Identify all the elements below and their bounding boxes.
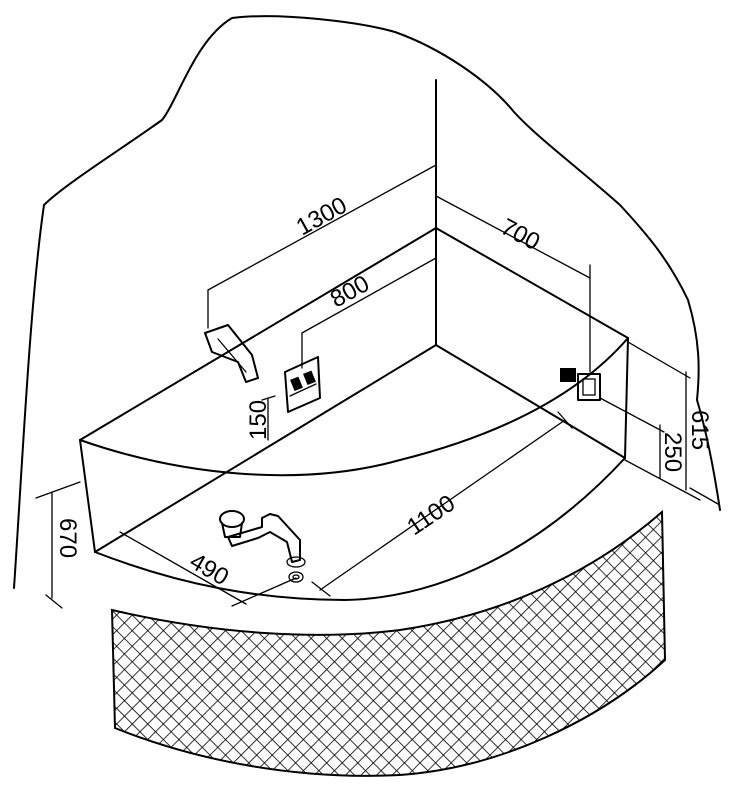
dimension-800: 800 bbox=[301, 257, 437, 369]
tub-front-curve bbox=[94, 457, 626, 601]
mixer-tap-icon bbox=[219, 510, 306, 583]
control-panel-icon bbox=[284, 356, 321, 413]
dimension-150: 150 bbox=[245, 395, 276, 441]
dimension-1300-label: 1300 bbox=[292, 192, 352, 241]
dimension-800-label: 800 bbox=[326, 270, 374, 313]
dimension-615-label: 615 bbox=[686, 410, 713, 450]
dimension-615-250: 615 250 bbox=[599, 341, 719, 505]
tub-right-edge bbox=[624, 337, 629, 459]
dimension-1300: 1300 bbox=[207, 164, 437, 329]
room-outline bbox=[13, 15, 721, 589]
dimension-150-label: 150 bbox=[245, 400, 272, 440]
tub-left-edge bbox=[79, 439, 96, 553]
dimension-1100: 1100 bbox=[311, 411, 573, 597]
dimension-670-label: 670 bbox=[54, 518, 81, 558]
dimension-700: 700 bbox=[435, 195, 591, 373]
dimension-250-label: 250 bbox=[659, 432, 686, 472]
dimension-1100-label: 1100 bbox=[402, 490, 460, 541]
tub-inner-back bbox=[94, 344, 626, 553]
jet-device-icon bbox=[560, 368, 601, 401]
tub-rim-front bbox=[79, 337, 629, 477]
spout-icon bbox=[204, 324, 259, 383]
dimension-490-label: 490 bbox=[185, 548, 233, 591]
dimension-670: 670 bbox=[35, 481, 81, 609]
tub-rim-left bbox=[79, 227, 629, 441]
tub-skirt-panel bbox=[110, 509, 667, 777]
